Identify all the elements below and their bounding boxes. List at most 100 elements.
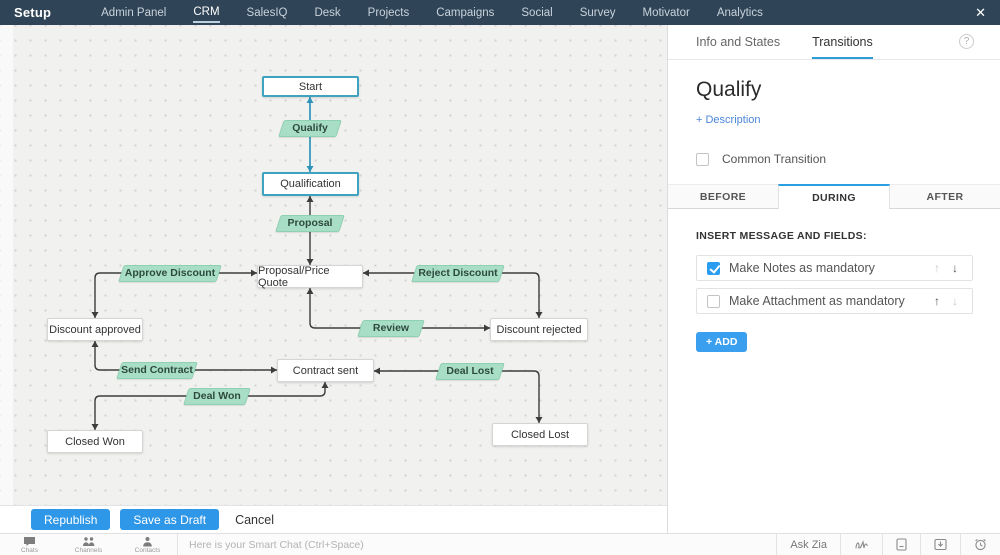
transition-title: Qualify — [696, 78, 762, 101]
smart-chat-bar: Chats Channels Contacts Here is your Smart… — [0, 533, 1000, 555]
ask-zia-button[interactable]: Ask Zia — [776, 534, 840, 555]
nav-item-admin-panel[interactable]: Admin Panel — [101, 7, 167, 19]
state-node-closed-won[interactable]: Closed Won — [47, 430, 143, 453]
nav-item-social[interactable]: Social — [521, 7, 553, 19]
transition-text: Deal Won — [193, 390, 241, 402]
nav-items: Admin Panel CRM SalesIQ Desk Projects Campaig… — [101, 2, 975, 23]
chat-item-contacts[interactable]: Contacts — [118, 534, 177, 555]
action-bar: Republish Save as Draft Cancel — [0, 505, 667, 533]
transition-text: Deal Lost — [446, 365, 494, 377]
panel-tabs: Info and States Transitions? — [668, 25, 1000, 60]
move-down-icon[interactable]: ↓ — [952, 294, 958, 308]
add-description-link[interactable]: + Description — [696, 114, 761, 126]
state-node-contract-sent[interactable]: Contract sent — [277, 359, 374, 382]
field-row: Make Attachment as mandatory ↑ ↓ — [696, 288, 973, 314]
state-node-proposal-price-quote[interactable]: Proposal/Price Quote — [257, 265, 363, 289]
move-down-icon[interactable]: ↓ — [952, 261, 958, 275]
transition-label-proposal[interactable]: Proposal — [275, 214, 345, 232]
cancel-button[interactable]: Cancel — [235, 512, 274, 527]
phase-tab-during[interactable]: DURING — [778, 184, 890, 209]
arrowhead — [306, 97, 314, 103]
transition-label-qualify[interactable]: Qualify — [278, 119, 342, 137]
transition-label-review[interactable]: Review — [357, 319, 425, 337]
chat-right-tools: Ask Zia — [776, 534, 1000, 555]
chat-item-chats[interactable]: Chats — [0, 534, 59, 555]
nav-item-campaigns[interactable]: Campaigns — [436, 7, 495, 19]
smart-chat-trigger[interactable]: Here is your Smart Chat (Ctrl+Space) — [189, 538, 364, 551]
common-transition-row: Common Transition — [696, 152, 972, 166]
state-node-discount-approved[interactable]: Discount approved — [47, 318, 143, 341]
alarm-clock-icon[interactable] — [960, 534, 1000, 555]
add-button[interactable]: + ADD — [696, 332, 748, 352]
state-node-closed-lost[interactable]: Closed Lost — [492, 423, 588, 446]
transition-text: Approve Discount — [124, 267, 216, 279]
nav-item-projects[interactable]: Projects — [367, 7, 410, 19]
transition-text: Send Contract — [121, 364, 193, 376]
transition-label-approve-discount[interactable]: Approve Discount — [118, 264, 222, 282]
help-icon[interactable]: ? — [959, 34, 974, 49]
arrowhead — [306, 196, 314, 202]
tab-info-and-states[interactable]: Info and States — [696, 35, 781, 49]
phase-tab-after[interactable]: AFTER — [890, 184, 1000, 209]
setup-title: Setup — [14, 5, 52, 20]
transition-label-reject-discount[interactable]: Reject Discount — [411, 264, 505, 282]
ask-zia-label: Ask Zia — [790, 538, 827, 551]
nav-item-motivator[interactable]: Motivator — [642, 7, 690, 19]
zia-doodle-icon[interactable] — [840, 534, 882, 555]
transition-text: Proposal — [287, 217, 333, 229]
field-checkbox[interactable] — [707, 294, 720, 308]
download-tray-icon[interactable] — [920, 534, 960, 555]
canvas-left-strip — [0, 25, 13, 505]
transition-panel: Info and States Transitions? Qualify + De… — [667, 25, 1000, 533]
transition-text: Review — [372, 322, 410, 334]
chat-item-label: Contacts — [134, 546, 161, 554]
nav-item-crm[interactable]: CRM — [193, 2, 220, 23]
chat-item-label: Channels — [74, 546, 103, 554]
arrowhead — [321, 382, 329, 388]
arrowhead — [306, 288, 314, 294]
state-node-qualification[interactable]: Qualification — [262, 172, 359, 196]
channels-icon — [82, 536, 96, 547]
notes-icon[interactable] — [882, 534, 920, 555]
transition-text: Qualify — [292, 122, 328, 134]
insert-fields-label: INSERT MESSAGE AND FIELDS: — [696, 230, 867, 242]
chat-bubble-icon — [23, 536, 36, 547]
state-node-start[interactable]: Start — [262, 76, 359, 97]
common-transition-checkbox[interactable] — [696, 152, 709, 166]
transition-label-deal-won[interactable]: Deal Won — [183, 387, 251, 405]
contacts-icon — [142, 536, 153, 547]
arrowhead — [363, 269, 369, 277]
nav-item-survey[interactable]: Survey — [579, 7, 616, 19]
chat-shortcuts: Chats Channels Contacts — [0, 534, 178, 555]
chat-item-channels[interactable]: Channels — [59, 534, 118, 555]
republish-button[interactable]: Republish — [31, 509, 111, 530]
panel-body: Qualify + Description Common Transition … — [668, 60, 1000, 363]
move-up-icon[interactable]: ↑ — [934, 261, 940, 275]
field-row: Make Notes as mandatory ↑ ↓ — [696, 255, 973, 281]
arrowhead — [91, 341, 99, 347]
move-up-icon[interactable]: ↑ — [934, 294, 940, 308]
phase-tab-before[interactable]: BEFORE — [668, 184, 778, 209]
field-label: Make Notes as mandatory — [729, 261, 875, 275]
save-as-draft-button[interactable]: Save as Draft — [120, 509, 220, 530]
transition-label-deal-lost[interactable]: Deal Lost — [435, 362, 505, 380]
field-label: Make Attachment as mandatory — [729, 294, 905, 308]
close-icon[interactable]: ✕ — [975, 4, 986, 20]
transition-label-send-contract[interactable]: Send Contract — [116, 361, 198, 379]
tab-transitions[interactable]: Transitions — [812, 25, 873, 59]
top-navigation: Setup Admin Panel CRM SalesIQ Desk Projects C… — [0, 0, 1000, 25]
transition-text: Reject Discount — [418, 267, 498, 279]
chat-item-label: Chats — [21, 546, 38, 554]
common-transition-label: Common Transition — [722, 152, 827, 166]
field-rows: Make Notes as mandatory↑↓Make Attachment… — [668, 255, 1000, 314]
state-node-discount-rejected[interactable]: Discount rejected — [490, 318, 588, 341]
nav-item-analytics[interactable]: Analytics — [716, 7, 763, 19]
nav-item-salesiq[interactable]: SalesIQ — [246, 7, 288, 19]
nav-item-desk[interactable]: Desk — [314, 7, 341, 19]
field-checkbox[interactable] — [707, 261, 720, 275]
